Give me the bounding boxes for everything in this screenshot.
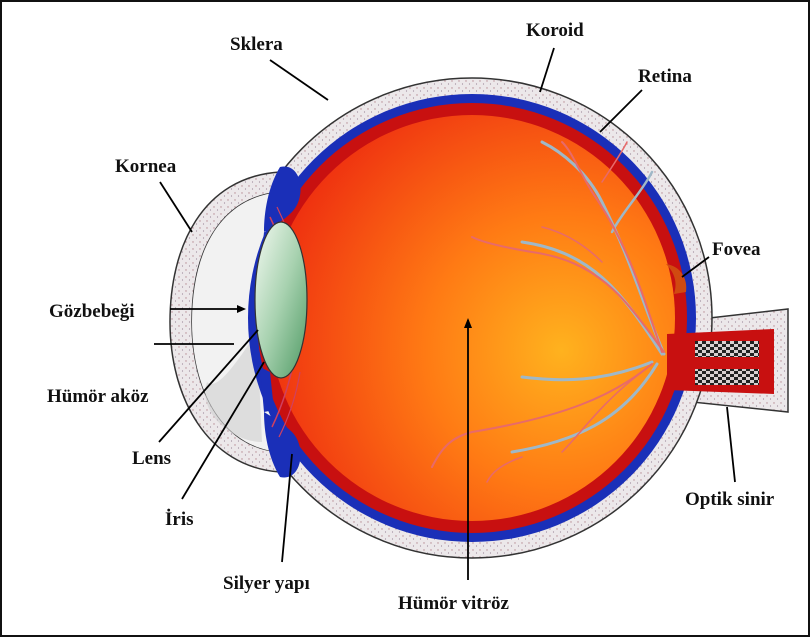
label-fovea: Fovea — [712, 239, 761, 260]
label-humor-akoz: Hümör aköz — [47, 386, 149, 407]
label-silyer-yapi: Silyer yapı — [223, 573, 310, 594]
label-iris: İris — [165, 509, 194, 530]
optic-nerve-fibers-bottom — [695, 369, 759, 385]
label-koroid: Koroid — [526, 20, 584, 41]
optic-nerve-fibers-top — [695, 341, 759, 357]
lens — [255, 222, 307, 378]
label-lens: Lens — [132, 448, 171, 469]
label-gozbebegi: Gözbebeği — [49, 301, 135, 322]
label-kornea: Kornea — [115, 156, 177, 177]
label-retina: Retina — [638, 66, 692, 87]
label-sklera: Sklera — [230, 34, 283, 55]
label-humor-vitroz: Hümör vitröz — [398, 593, 510, 614]
label-optik-sinir: Optik sinir — [685, 489, 775, 510]
vitreous-body — [269, 115, 675, 521]
